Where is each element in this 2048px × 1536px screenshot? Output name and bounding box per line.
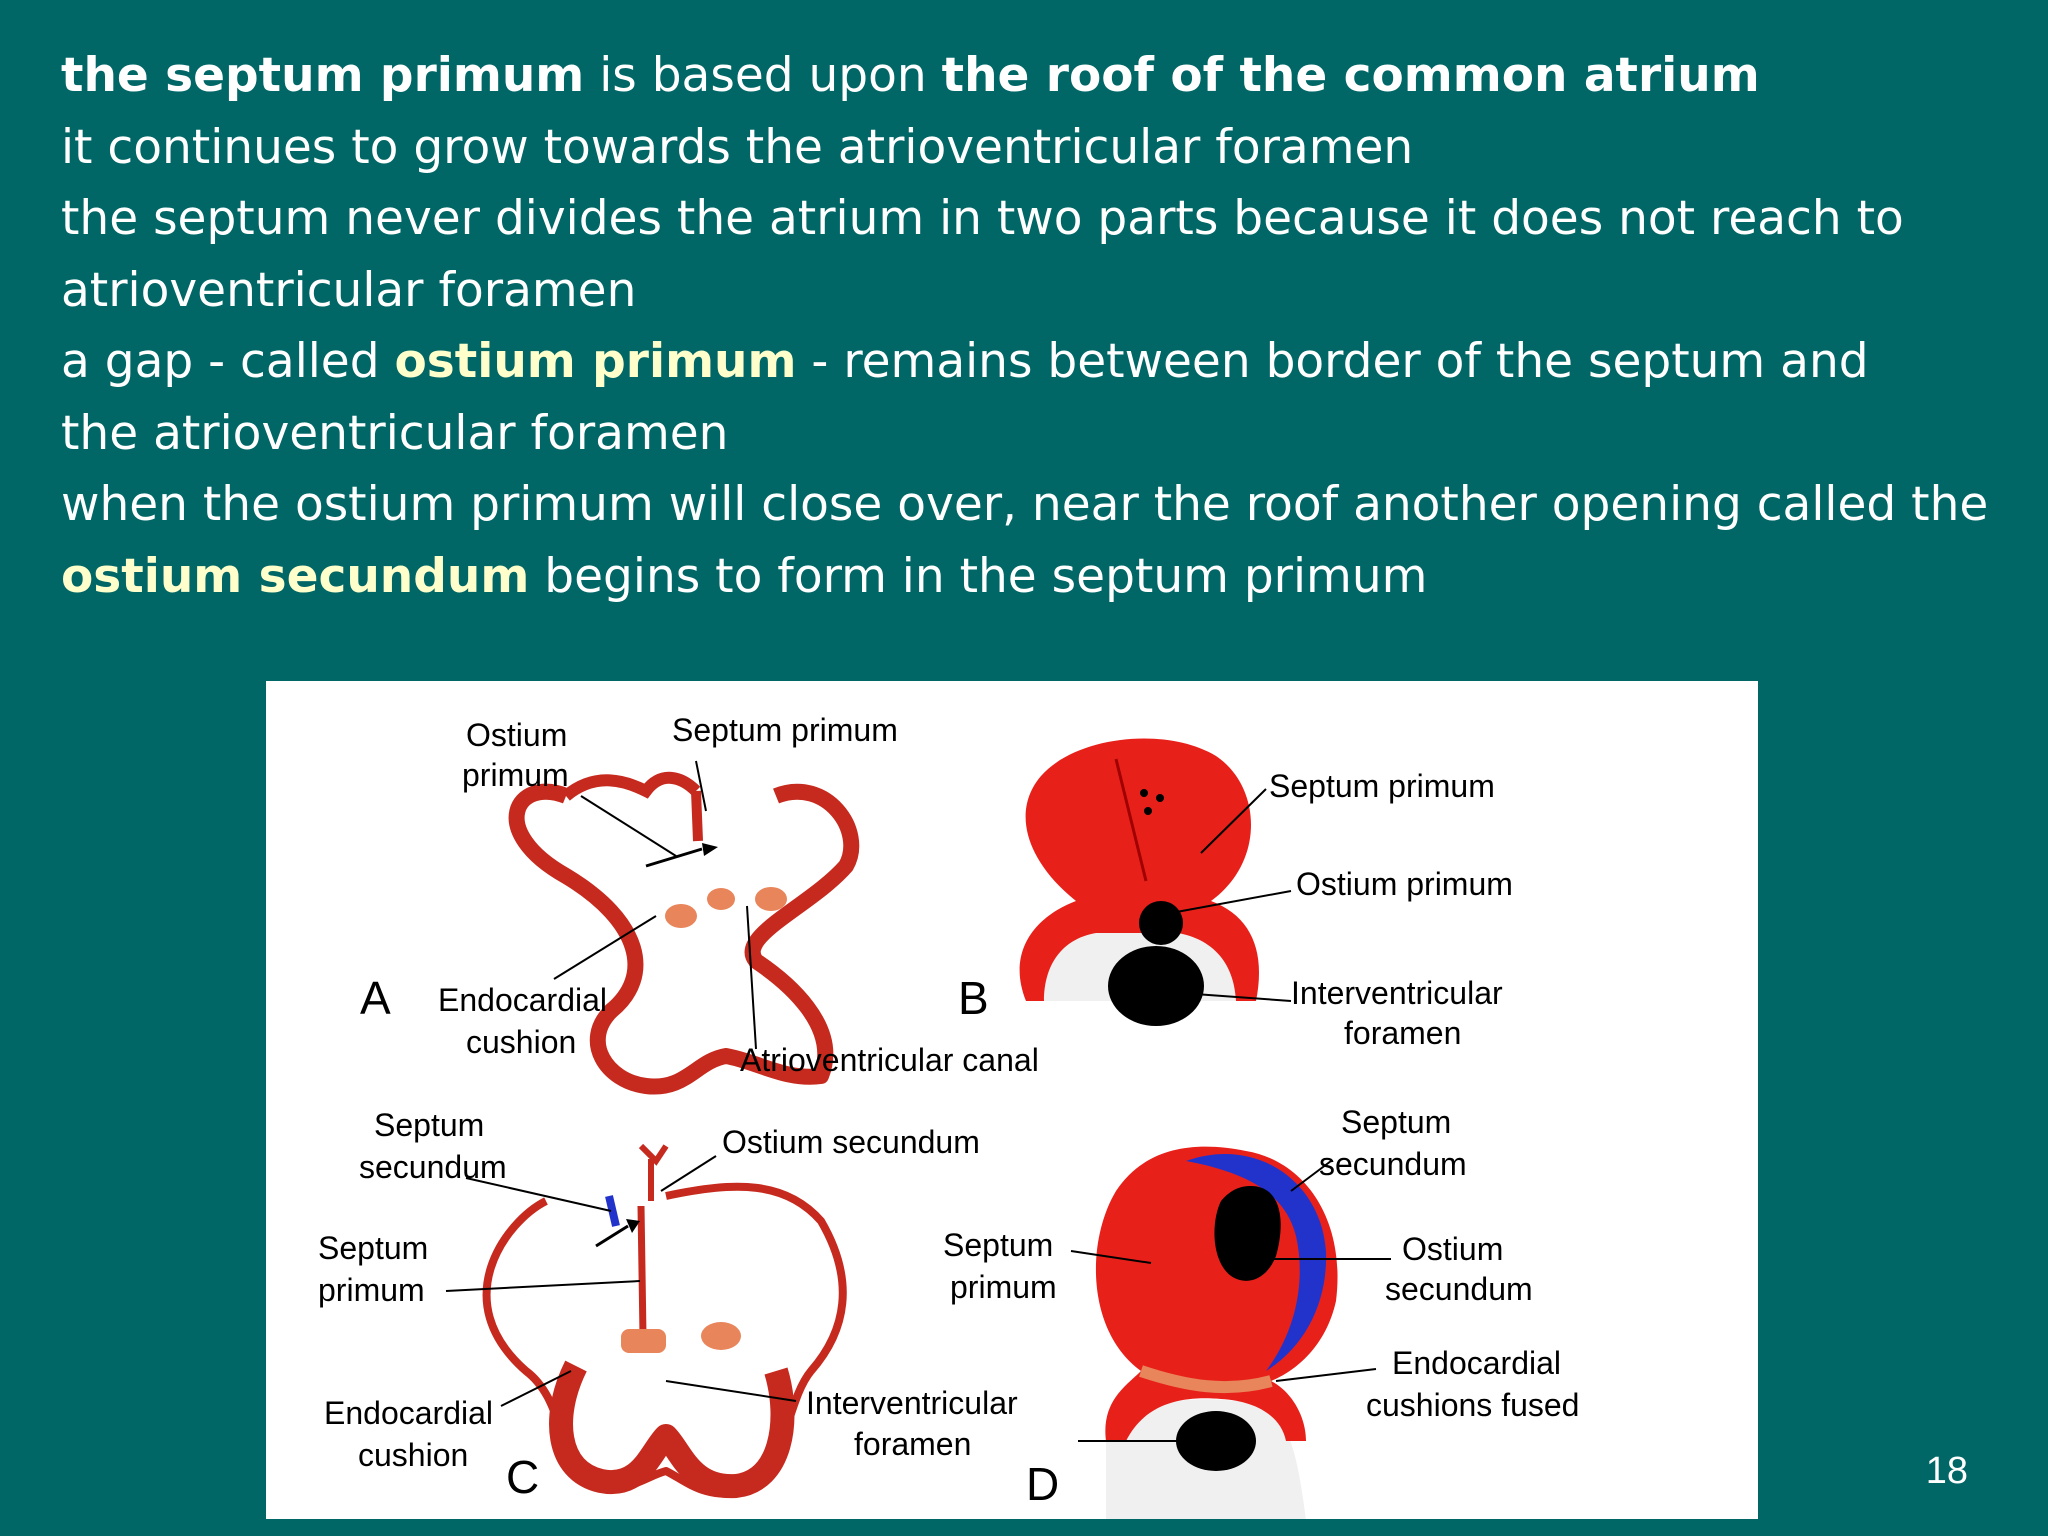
panel-a-heart-wall (508, 783, 860, 1095)
panel-a-leader-av (746, 905, 757, 1050)
panel-a-arrow (645, 847, 703, 868)
slide-text: the septum primum is based upon the roof… (61, 40, 2021, 612)
panel-a-arrow-head (702, 843, 718, 856)
panel-a: Ostium primum Septum primum A Endocardia… (360, 712, 1039, 1095)
label-a-av-canal: Atrioventricular canal (740, 1042, 1039, 1078)
panel-c-leader-os (660, 1155, 717, 1192)
panel-c-leader-endo (500, 1370, 572, 1407)
panel-c-cushion-left (621, 1329, 666, 1353)
term-ostium-primum: ostium primum (394, 334, 797, 389)
term-septum-primum: the septum primum (61, 48, 585, 103)
label-b-septum-primum: Septum primum (1269, 768, 1495, 804)
label-a-ostium-1: Ostium (466, 717, 567, 753)
label-d-os-1: Ostium (1402, 1231, 1503, 1267)
panel-d-leader-ec (1275, 1368, 1377, 1382)
text-line-4: atrioventricular foramen (61, 262, 637, 318)
panel-c-leader-sp (445, 1280, 641, 1292)
text-line-6: the atrioventricular foramen (61, 405, 729, 461)
label-a-septum-primum: Septum primum (672, 712, 898, 748)
panel-a-leader-septum (695, 760, 707, 812)
term-roof-common-atrium: the roof of the common atrium (941, 48, 1760, 103)
panel-c-arrow-head (626, 1219, 640, 1233)
label-c-sp-2: primum (318, 1272, 425, 1308)
panel-c-ventricle-wall (549, 1360, 795, 1499)
label-d-ss-2: secundum (1319, 1146, 1467, 1182)
panel-d-cushions (1139, 1365, 1273, 1394)
panel-c-roof (638, 1143, 669, 1201)
panel-b-dot (1140, 789, 1148, 797)
label-c-iv-1: Interventricular (806, 1385, 1018, 1421)
label-c-ss-1: Septum (374, 1107, 484, 1143)
label-c-ss-2: secundum (359, 1149, 507, 1185)
panel-c-septum-primum (637, 1205, 647, 1337)
panel-c: Septum secundum Ostium secundum Septum p… (318, 1107, 1018, 1503)
label-b-ostium-primum: Ostium primum (1296, 866, 1513, 902)
panel-d: Septum secundum Septum primum Ostium sec… (943, 1104, 1579, 1519)
text-line-7: when the ostium primum will close over, … (61, 477, 1989, 532)
panel-a-cushion-right (707, 888, 735, 910)
panel-b-dot (1144, 807, 1152, 815)
panel-d-leader-sp (1070, 1250, 1152, 1264)
text-line-5: a gap - called ostium primum - remains b… (61, 326, 2021, 398)
label-c-sp-1: Septum (318, 1230, 428, 1266)
panel-c-leader-iv (665, 1380, 797, 1402)
panel-a-septum-primum (691, 790, 703, 842)
text-line-8: ostium secundum begins to form in the se… (61, 541, 2021, 613)
panel-b-leader-ostium (1170, 890, 1292, 914)
panel-d-septum-secundum (1186, 1154, 1327, 1371)
label-c-iv-2: foramen (854, 1426, 971, 1462)
panel-b-atrium (1019, 738, 1259, 1001)
panel-a-roof-left (562, 771, 701, 801)
panel-c-septum-secundum (605, 1195, 620, 1227)
text-fragment: - remains between border of the septum a… (796, 334, 1869, 389)
panel-d-ostium-secundum-hole (1214, 1186, 1281, 1281)
panel-b-leader-septum (1200, 788, 1267, 854)
text-fragment: begins to form in the septum primum (529, 548, 1428, 604)
panel-b-ostium-primum-hole (1139, 901, 1183, 945)
panel-b-interventricular-foramen (1108, 946, 1204, 1026)
panel-b-dot (1156, 794, 1164, 802)
panel-c-cushion-right (701, 1322, 741, 1350)
text-fragment: is based upon (584, 48, 942, 103)
label-b-iv-1: Interventricular (1291, 975, 1503, 1011)
figure-svg: Ostium primum Septum primum A Endocardia… (318, 712, 1579, 1519)
label-d-ec-1: Endocardial (1392, 1345, 1561, 1381)
term-ostium-secundum: ostium secundum (61, 548, 530, 604)
panel-c-arrow (595, 1224, 629, 1248)
text-line-2: it continues to grow towards the atriove… (61, 119, 1414, 175)
label-d-letter: D (1026, 1458, 1059, 1510)
text-line-1: the septum primum is based upon the roof… (61, 40, 2021, 112)
panel-d-leader-ss (1290, 1160, 1332, 1192)
panel-b: B Septum primum Ostium primum Interventr… (958, 738, 1513, 1051)
label-b-letter: B (958, 972, 989, 1024)
label-a-letter: A (360, 972, 391, 1024)
panel-a-cushion-left (665, 904, 697, 928)
label-d-sp-2: primum (950, 1269, 1057, 1305)
label-c-letter: C (506, 1451, 539, 1503)
label-a-endo-2: cushion (466, 1024, 576, 1060)
label-a-endo-1: Endocardial (438, 982, 607, 1018)
label-d-ec-2: cushions fused (1366, 1387, 1579, 1423)
label-a-ostium-2: primum (462, 757, 569, 793)
label-d-os-2: secundum (1385, 1271, 1533, 1307)
text-fragment: a gap - called (61, 334, 395, 389)
panel-a-leader-endo (553, 915, 657, 980)
panel-b-septum-primum (1114, 758, 1148, 882)
panel-c-leader-ss (465, 1177, 612, 1212)
label-c-endo-2: cushion (358, 1437, 468, 1473)
text-line-3: the septum never divides the atrium in t… (61, 191, 1904, 246)
label-c-ostium-secundum: Ostium secundum (722, 1124, 980, 1160)
panel-a-cushion-wall (755, 887, 787, 911)
label-b-iv-2: foramen (1344, 1015, 1461, 1051)
heart-development-figure: Ostium primum Septum primum A Endocardia… (266, 681, 1758, 1519)
label-d-ss-1: Septum (1341, 1104, 1451, 1140)
panel-b-leader-iv (1180, 992, 1292, 1002)
panel-a-leader-ostium (580, 795, 677, 857)
label-d-sp-1: Septum (943, 1227, 1053, 1263)
page-number: 18 (1925, 1450, 1968, 1492)
label-c-endo-1: Endocardial (324, 1395, 493, 1431)
